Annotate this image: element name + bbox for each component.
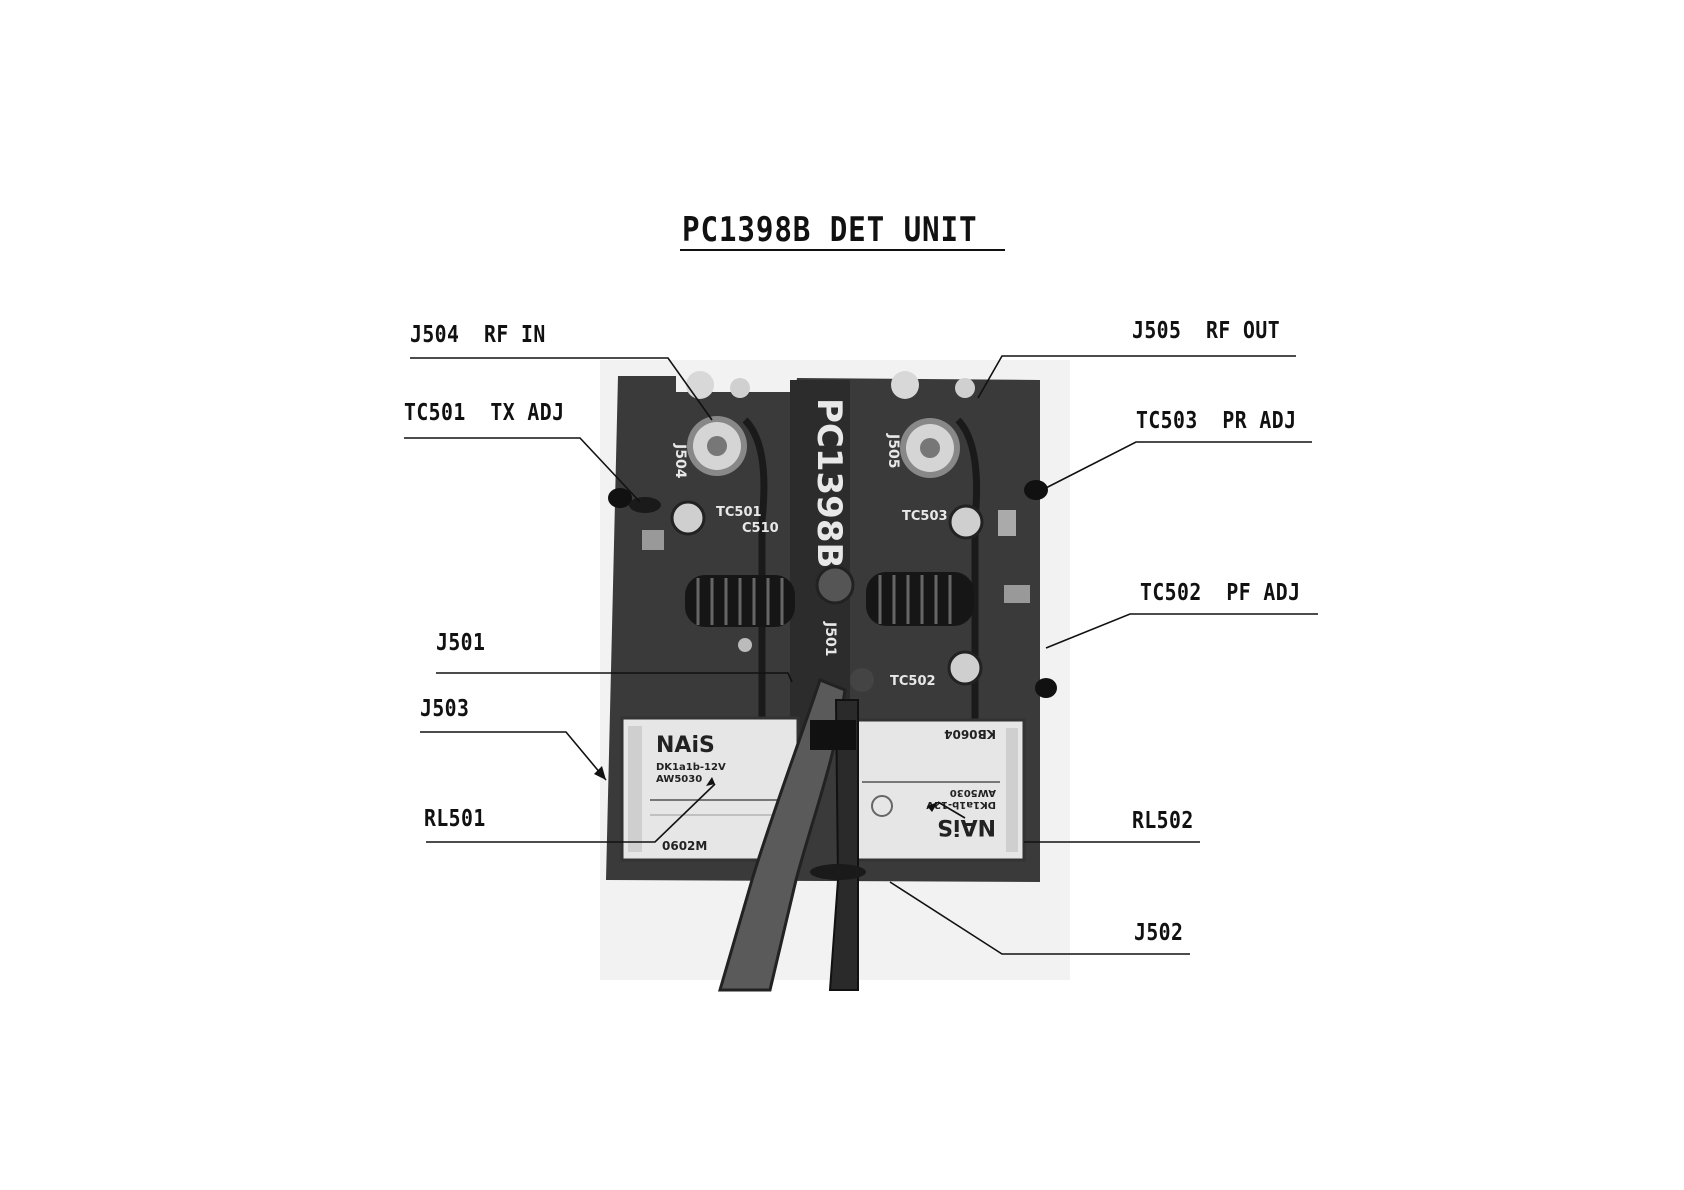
callout-tc501: TC501 TX ADJ — [404, 400, 564, 426]
callout-tc502: TC502 PF ADJ — [1140, 580, 1300, 606]
silk-j501: J501 — [822, 621, 838, 656]
rl502-brand: NAiS — [937, 814, 996, 839]
leader-tc503 — [1038, 442, 1312, 492]
rl501-lot: 0602M — [662, 839, 707, 853]
relay-rl502: NAiS DK1a1b-12V AW5030 KB0604 — [852, 720, 1024, 860]
rl501-brand: NAiS — [656, 733, 715, 758]
pcb-part-number: PC1398B — [809, 398, 849, 568]
silk-j504: J504 — [672, 443, 688, 479]
toroid-left — [685, 575, 795, 627]
toroid-right — [866, 572, 974, 626]
leader-tc502 — [1046, 614, 1318, 648]
silk-tc502: TC502 — [890, 674, 936, 689]
rl502-lot: KB0604 — [944, 727, 996, 741]
tc502-trimmer — [949, 652, 981, 684]
callout-j502: J502 — [1134, 920, 1183, 946]
callout-j505: J505 RF OUT — [1132, 318, 1280, 344]
callout-j501: J501 — [436, 630, 485, 656]
tc501-trimmer — [672, 502, 704, 534]
leader-j503 — [420, 732, 606, 780]
tc503-trimmer — [950, 506, 982, 538]
silk-j505: J505 — [885, 433, 901, 468]
callout-rl501: RL501 — [424, 806, 486, 832]
pcb-photo: PC1398B J504 J505 J501 TC501 C510 TC503 … — [600, 360, 1070, 990]
rl501-model: DK1a1b-12V — [656, 762, 726, 773]
silk-c510: C510 — [742, 521, 779, 536]
silk-tc501: TC501 — [716, 505, 762, 520]
rl501-code: AW5030 — [656, 774, 702, 785]
callout-j503: J503 — [420, 696, 469, 722]
callout-rl502: RL502 — [1132, 808, 1194, 834]
callout-j504: J504 RF IN — [410, 322, 546, 348]
callout-tc503: TC503 PR ADJ — [1136, 408, 1296, 434]
rl502-code: AW5030 — [950, 787, 996, 798]
silk-tc503: TC503 — [902, 509, 948, 524]
rl502-model: DK1a1b-12V — [926, 799, 996, 810]
